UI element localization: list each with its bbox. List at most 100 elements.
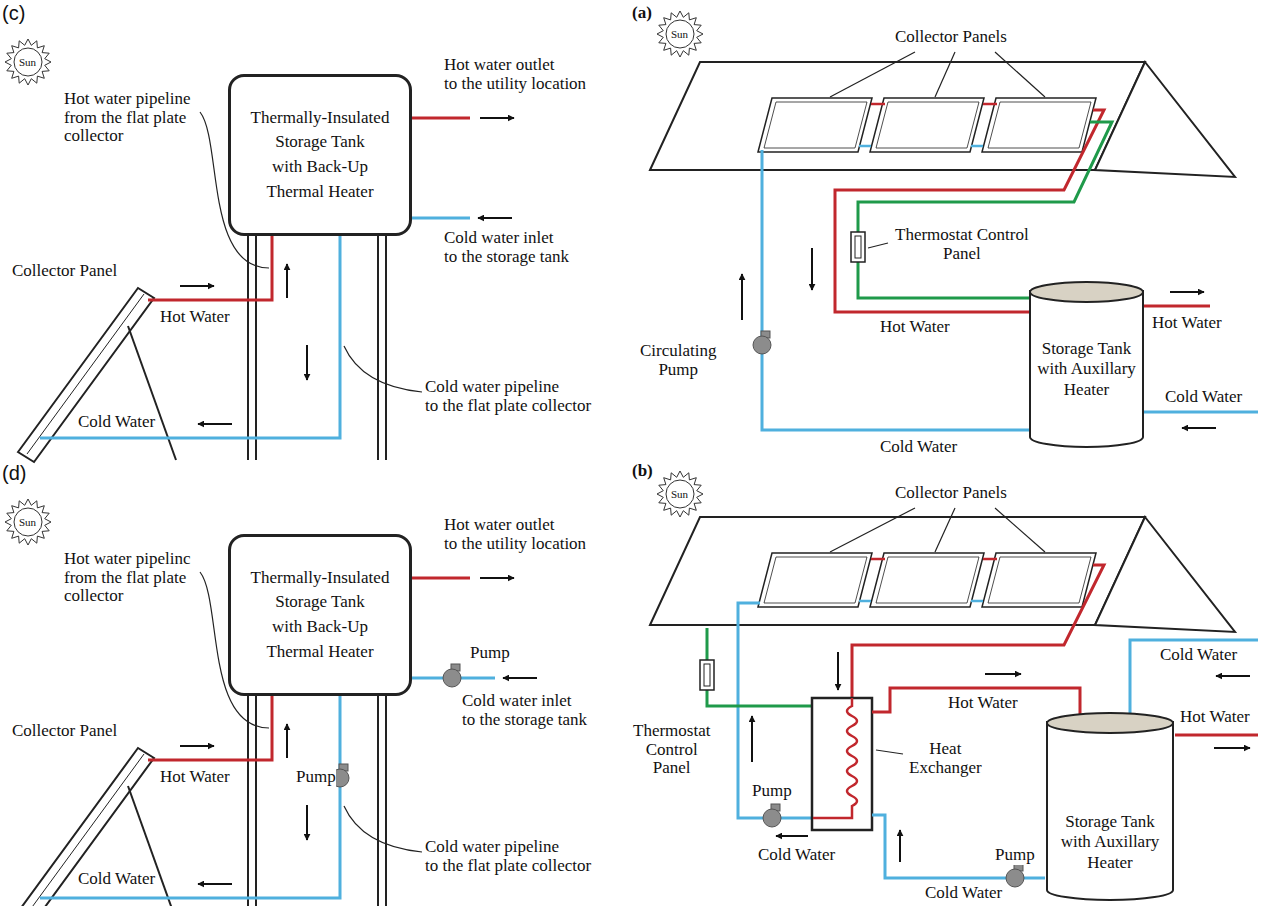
illustration-part <box>247 696 249 906</box>
pipe-label: Hot water pipelinc from the flat plate c… <box>64 550 191 606</box>
text-line: to the utility location <box>444 535 586 554</box>
part-label: Thermostat Control Panel <box>895 226 1029 263</box>
pump-symbol <box>753 331 771 354</box>
illustration-part <box>988 557 1091 603</box>
hot-pipe <box>835 110 1104 312</box>
sun-rays <box>5 499 51 545</box>
text-line: Control <box>633 741 710 760</box>
illustration-part <box>377 696 379 906</box>
illustration-part <box>871 558 885 561</box>
text-line: with Auxillary <box>1028 359 1145 379</box>
pipe-label: Hot water outlet to the utility location <box>444 516 586 553</box>
text-line: Panel <box>633 759 710 778</box>
tank-label: Storage Tank with Auxillary Heater <box>1028 339 1145 400</box>
collector-panel <box>18 288 154 462</box>
illustration-part <box>859 600 871 603</box>
part-label: Collector Panel <box>12 262 117 281</box>
flow-label: Cold Water <box>78 870 155 889</box>
illustration-part <box>983 103 997 106</box>
illustration-part <box>247 236 249 460</box>
illustration-part <box>180 745 214 747</box>
text-line: Cold water pipeline <box>425 838 591 857</box>
illustration-part <box>758 553 872 607</box>
illustration-part <box>983 558 997 561</box>
text-line: to the storage tank <box>462 711 587 730</box>
illustration-part <box>971 145 983 148</box>
text-line: Heater <box>1045 853 1175 873</box>
sun-disc <box>14 508 42 536</box>
hot-pipe <box>871 558 997 561</box>
illustration-part <box>971 600 983 603</box>
text-line: Heater <box>1028 380 1145 400</box>
text-line: Circulating <box>640 342 716 361</box>
panel-a-illustration <box>650 52 1258 430</box>
illustration-part <box>995 52 1045 97</box>
text-line: Cold water inlet <box>462 692 587 711</box>
part-label: Collector Panel <box>12 722 117 741</box>
illustration-part <box>306 805 308 840</box>
illustration-part <box>751 716 753 762</box>
panel-letter: (a) <box>632 4 652 23</box>
illustration-part <box>935 508 955 552</box>
hot-pipe <box>1143 305 1210 308</box>
text-line: to the flat plate collector <box>425 397 591 416</box>
hot-pipe <box>412 577 470 580</box>
roof <box>650 517 1145 625</box>
text-line: Cold water inlet <box>444 229 569 248</box>
text-line: Thermostat Control <box>895 226 1029 245</box>
text-line: collector <box>64 587 191 606</box>
text-line: Cold water pipeline <box>425 378 591 397</box>
flow-label: Cold Water <box>880 438 957 457</box>
illustration-part <box>741 274 743 320</box>
storage-tank-cylinder: Storage Tank with Auxillary Heater <box>1028 281 1145 449</box>
illustration-part <box>764 557 867 603</box>
illustration-part <box>377 236 379 460</box>
control-wire <box>707 628 812 706</box>
sun-label: Sun <box>671 488 688 500</box>
sun-label: Sun <box>19 516 36 528</box>
thermostat-symbol <box>704 664 710 686</box>
leader-line <box>344 806 422 852</box>
illustration-part <box>198 883 232 885</box>
illustration-part <box>503 677 537 679</box>
flow-label: Hot Water <box>160 768 230 787</box>
cold-pipe <box>1143 411 1258 414</box>
hot-pipe <box>148 236 272 300</box>
illustration-part <box>859 145 871 148</box>
part-label: Thermostat Control Panel <box>633 722 710 778</box>
flow-label: Hot Water <box>1180 708 1250 727</box>
illustration-part <box>871 103 885 106</box>
panel-letter: (d) <box>2 462 26 484</box>
thermostat-symbol <box>855 236 861 258</box>
sun-rays <box>5 39 51 85</box>
illustration-part <box>306 345 308 380</box>
flow-label: Cold Water <box>1160 646 1237 665</box>
cold-pipe <box>859 600 983 603</box>
illustration-part <box>385 696 387 906</box>
text-line: to the flat plate collector <box>425 857 591 876</box>
flow-label: Cold Water <box>925 884 1002 903</box>
illustration-part <box>480 117 514 119</box>
tank-label: Thermally-Insulated Storage Tank with Ba… <box>251 106 390 205</box>
text-line: to the utility location <box>444 75 586 94</box>
flow-label: Cold Water <box>1165 388 1242 407</box>
illustration-part <box>811 248 813 290</box>
part-label: Collector Panels <box>895 28 1007 47</box>
part-label: Pump <box>470 644 510 663</box>
hot-pipe <box>871 103 997 106</box>
text-line: from the flat plate <box>64 569 191 588</box>
hot-pipe <box>412 117 470 120</box>
text-line: with Auxillary <box>1045 832 1175 852</box>
hot-pipe <box>852 565 1104 698</box>
tank-legs <box>248 236 386 460</box>
cylinder-top <box>1047 713 1173 733</box>
text-line: Hot water outlet <box>444 516 586 535</box>
illustration-part <box>255 696 257 906</box>
heat-exchanger-coil <box>813 698 857 818</box>
illustration-part <box>198 423 232 425</box>
pump-symbol <box>1006 864 1024 887</box>
text-line: with Back-Up <box>251 155 390 180</box>
flow-label: Hot Water <box>948 694 1018 713</box>
text-line: Thermostat <box>633 722 710 741</box>
